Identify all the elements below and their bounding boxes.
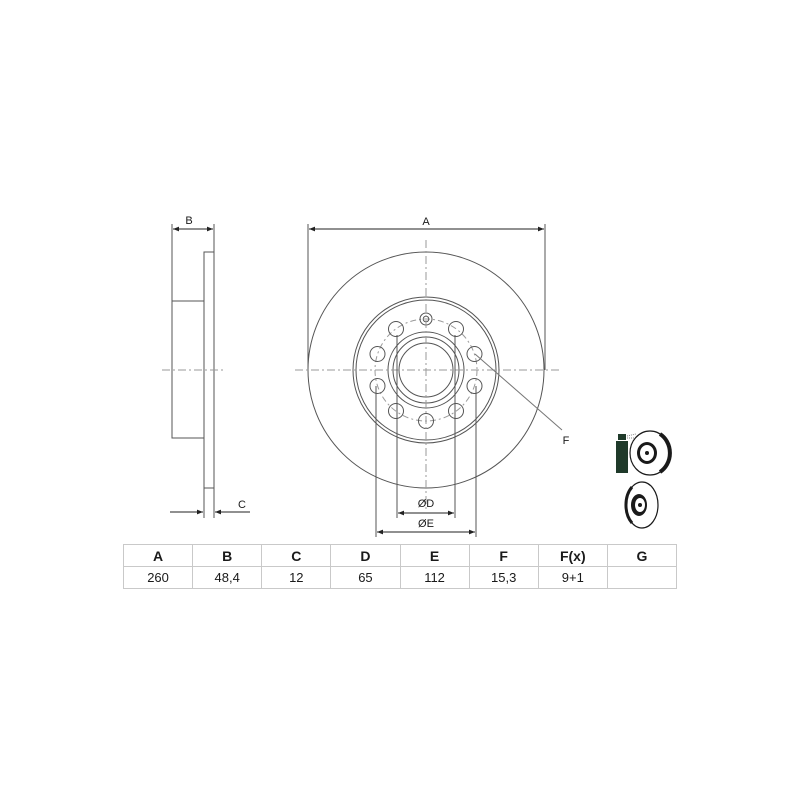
header-a: A	[122, 544, 194, 567]
label-a: A	[422, 216, 430, 228]
bolt-hole	[466, 346, 483, 362]
value-d: 65	[330, 566, 401, 589]
value-a: 260	[122, 566, 194, 589]
value-e: 112	[399, 566, 470, 589]
header-b: B	[192, 544, 263, 567]
bolt-hole	[369, 346, 386, 362]
value-b: 48,4	[192, 566, 263, 589]
header-e: E	[399, 544, 470, 567]
side-view	[162, 224, 250, 518]
value-f: 15,3	[468, 566, 539, 589]
label-b: B	[185, 215, 192, 227]
label-d: ØD	[418, 498, 435, 510]
label-c: C	[238, 499, 246, 511]
value-c: 12	[261, 566, 332, 589]
disc-with-cleaner-spray-icon	[616, 430, 672, 476]
header-g: G	[606, 544, 678, 567]
bolt-hole	[466, 378, 483, 394]
header-fx: F(x)	[537, 544, 608, 567]
bolt-hole	[369, 378, 386, 394]
front-view	[295, 224, 563, 537]
label-e: ØE	[418, 518, 434, 530]
bolt-hole	[388, 403, 404, 419]
header-c: C	[261, 544, 332, 567]
bolt-hole	[448, 403, 464, 419]
header-f: F	[468, 544, 539, 567]
value-fx: 9+1	[537, 566, 608, 589]
bolt-hole	[448, 321, 464, 337]
header-d: D	[330, 544, 401, 567]
table-value-row: 260 48,4 12 65 112 15,3 9+1	[122, 566, 678, 589]
value-g	[606, 566, 678, 589]
label-f: F	[563, 435, 570, 447]
bolt-hole	[388, 321, 404, 337]
table-header-row: A B C D E F F(x) G	[122, 544, 678, 567]
brake-disc-icon	[624, 481, 659, 529]
leader-f	[474, 353, 563, 431]
dimensions-table: A B C D E F F(x) G 260 48,4 12 65 112 15…	[122, 544, 678, 589]
